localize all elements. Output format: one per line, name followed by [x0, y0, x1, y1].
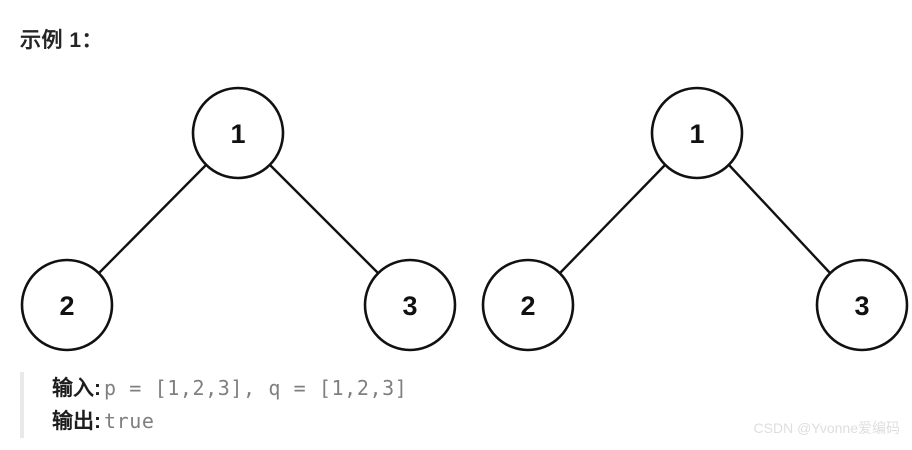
node-label: 3: [402, 291, 417, 321]
input-line: 输入: p = [1,2,3], q = [1,2,3]: [52, 372, 640, 405]
node-p-root[interactable]: 1: [191, 86, 285, 180]
node-q-root[interactable]: 1: [650, 86, 744, 180]
binary-tree-diagram: 1 2 3 1 2 3: [20, 86, 909, 352]
node-circle: [363, 258, 457, 352]
node-q-left[interactable]: 2: [481, 258, 575, 352]
edge-q-root-to-right: [727, 163, 832, 275]
input-label: 输入:: [52, 377, 101, 400]
edge-p-root-to-right: [268, 163, 380, 275]
node-label: 1: [689, 119, 704, 149]
tree-p: 1 2 3: [20, 86, 457, 352]
edge-p-root-to-left: [97, 163, 208, 275]
input-value: p = [1,2,3], q = [1,2,3]: [104, 376, 408, 400]
node-p-left[interactable]: 2: [20, 258, 114, 352]
output-label: 输出:: [52, 410, 101, 433]
output-line: 输出: true: [52, 405, 640, 438]
node-p-right[interactable]: 3: [363, 258, 457, 352]
page-title: 示例 1：: [20, 29, 104, 52]
output-value: true: [104, 409, 155, 433]
node-label: 2: [520, 291, 535, 321]
node-circle: [650, 86, 744, 180]
node-label: 3: [854, 291, 869, 321]
node-circle: [20, 258, 114, 352]
node-circle: [481, 258, 575, 352]
node-label: 1: [230, 119, 245, 149]
node-q-right[interactable]: 3: [815, 258, 909, 352]
tree-q: 1 2 3: [481, 86, 909, 352]
edge-q-root-to-left: [558, 163, 667, 275]
node-circle: [191, 86, 285, 180]
tree-canvas: 1 2 3 1 2 3: [20, 86, 909, 352]
csdn-watermark: CSDN @Yvonne爱编码: [753, 420, 900, 436]
node-circle: [815, 258, 909, 352]
example-io-block: 输入: p = [1,2,3], q = [1,2,3] 输出: true: [20, 372, 640, 438]
node-label: 2: [59, 291, 74, 321]
